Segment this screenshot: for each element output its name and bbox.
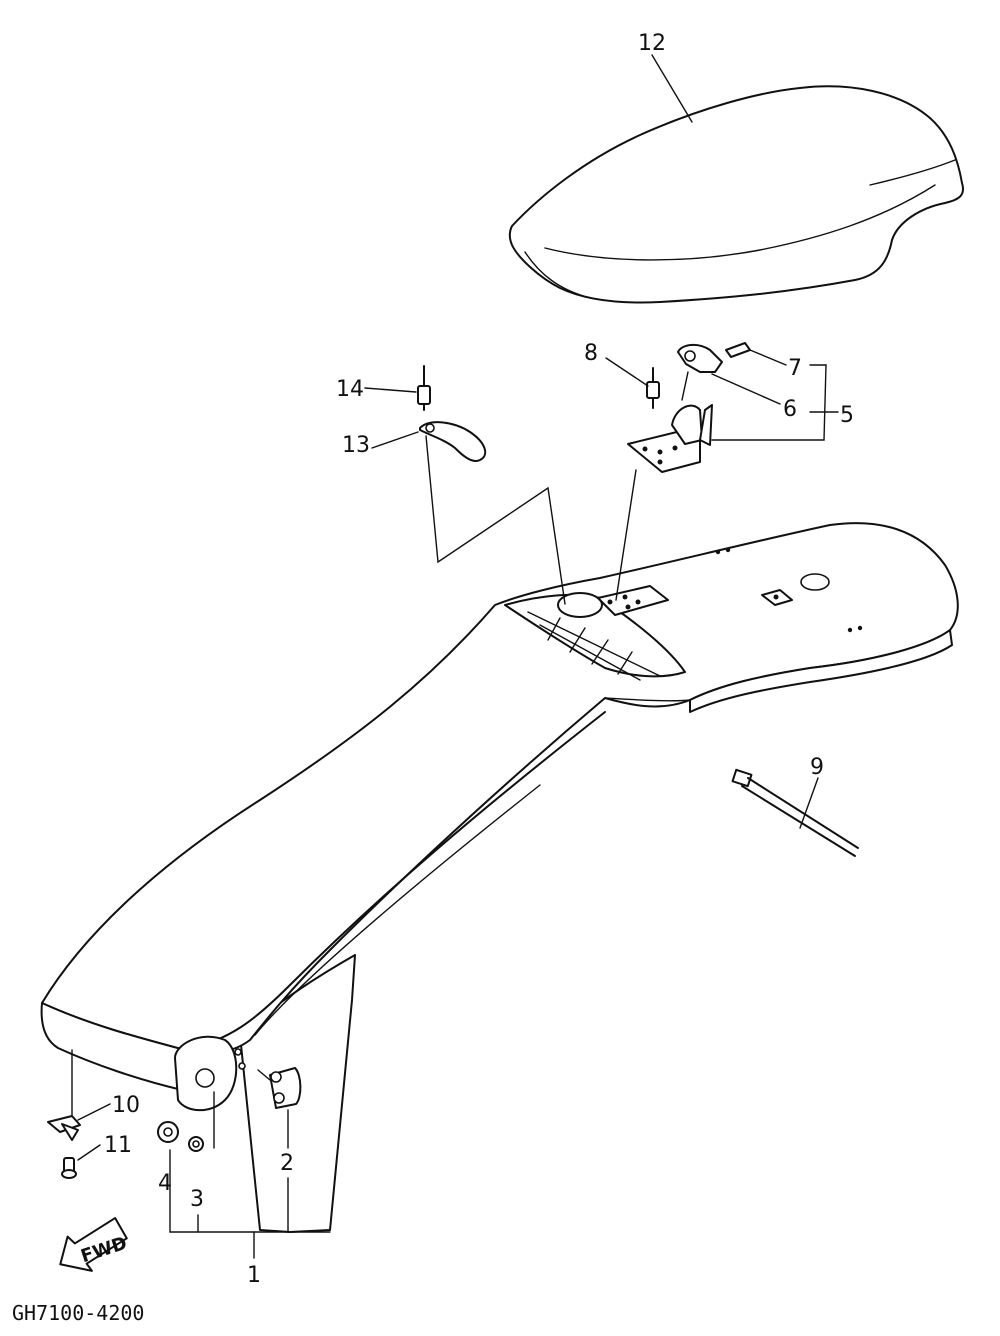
bolt-part bbox=[646, 367, 660, 409]
callout-11: 11 bbox=[104, 1133, 132, 1158]
washer-part bbox=[188, 1136, 204, 1152]
clip-part bbox=[47, 1115, 81, 1141]
seat-body bbox=[40, 522, 959, 1233]
callout-3: 3 bbox=[190, 1187, 204, 1212]
callout-9: 9 bbox=[810, 755, 824, 780]
callout-10: 10 bbox=[112, 1093, 140, 1118]
rivet-part bbox=[417, 365, 431, 411]
stay-part bbox=[419, 421, 487, 462]
callout-8: 8 bbox=[584, 341, 598, 366]
callout-12: 12 bbox=[638, 31, 666, 56]
nut-plate bbox=[269, 1067, 302, 1109]
collar-part bbox=[157, 1121, 179, 1143]
cable-tie bbox=[731, 768, 859, 857]
screw-part bbox=[61, 1157, 77, 1179]
drawing-code: GH7100-4200 bbox=[12, 1301, 144, 1325]
callout-2: 2 bbox=[280, 1151, 294, 1176]
callout-5: 5 bbox=[840, 403, 854, 428]
callout-4: 4 bbox=[158, 1171, 172, 1196]
callout-1: 1 bbox=[247, 1263, 261, 1288]
callout-6: 6 bbox=[783, 397, 797, 422]
callout-14: 14 bbox=[336, 377, 364, 402]
leader-lines bbox=[71, 54, 839, 1259]
callout-7: 7 bbox=[788, 356, 802, 381]
callout-13: 13 bbox=[342, 433, 370, 458]
callout-labels: 12 14 13 8 7 6 5 9 10 11 2 4 3 1 bbox=[104, 31, 854, 1288]
hinge-assembly bbox=[627, 342, 751, 473]
forward-arrow-icon: FWD bbox=[59, 1217, 130, 1272]
seat-cushion bbox=[508, 85, 964, 304]
